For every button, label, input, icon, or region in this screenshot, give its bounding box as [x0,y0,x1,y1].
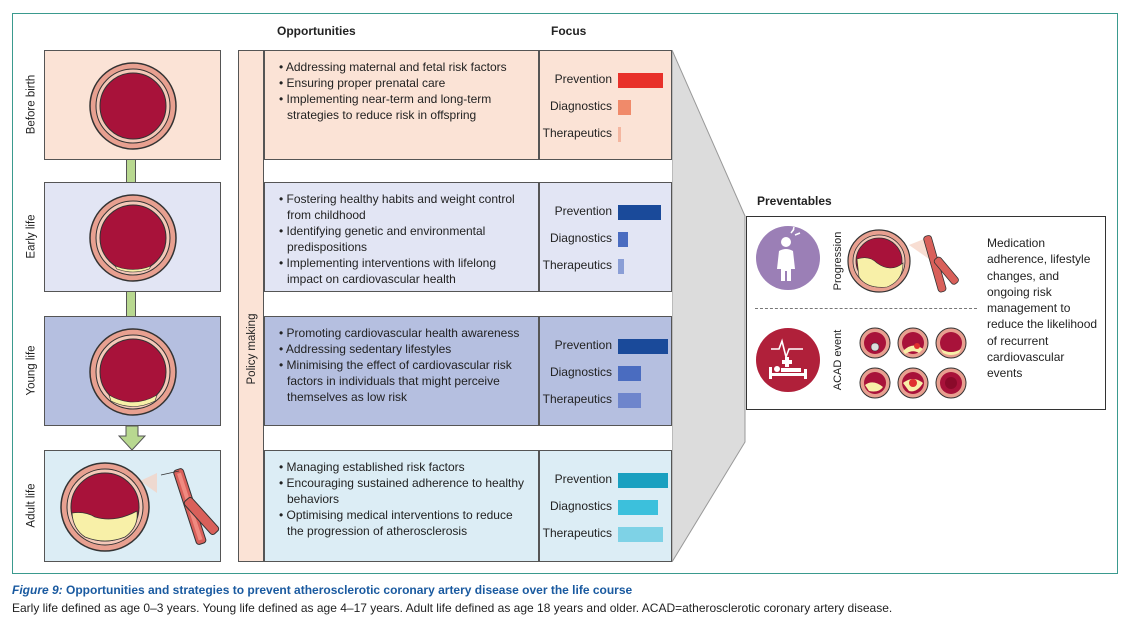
opportunities-young-life: Promoting cardiovascular health awarenes… [264,316,539,426]
hospital-bed-icon [756,328,820,392]
opportunity-item: Fostering healthy habits and weight cont… [279,191,532,223]
stage-label-adult-life: Adult life [25,483,37,528]
progression-label-wrap: Progression [831,229,845,293]
opportunities-before-birth: Addressing maternal and fetal risk facto… [264,50,539,160]
opportunity-item: Addressing maternal and fetal risk facto… [279,59,532,75]
stage-label-young-life: Young life [25,345,37,396]
preventables-text: Medication adherence, lifestyle changes,… [987,236,1098,381]
opportunity-item: Promoting cardiovascular health awarenes… [279,325,532,341]
figure-caption-note: Early life defined as age 0–3 years. You… [12,601,893,615]
focus-bar-therapeutics [618,527,663,542]
focus-label-therapeutics: Therapeutics [542,258,612,272]
progression-artery-icon [847,229,959,293]
stage-label-early-life: Early life [25,214,37,259]
focus-bar-diagnostics [618,500,658,515]
acad-label-wrap: ACAD event [831,327,845,393]
vessel-cross-section-icon [89,62,177,150]
opportunities-early-life: Fostering healthy habits and weight cont… [264,182,539,292]
figure-label: Figure 9: [12,583,63,597]
focus-bar-prevention [618,339,668,354]
opportunities-header: Opportunities [277,24,356,38]
focus-label-therapeutics: Therapeutics [542,126,612,140]
focus-label-prevention: Prevention [554,204,612,218]
vessel-cross-section-icon [859,327,891,359]
stage-box-adult-life [44,450,221,562]
focus-bar-therapeutics [618,127,621,142]
artery-plaque-icon [60,462,220,552]
chest-pain-person-icon [756,226,820,290]
divider [755,308,977,309]
focus-bar-diagnostics [618,232,628,247]
focus-bar-diagnostics [618,366,641,381]
policy-making-strip: Policy making [238,50,264,562]
vessel-cross-section-icon [89,328,177,416]
focus-label-prevention: Prevention [554,338,612,352]
stage-box-before-birth [44,50,221,160]
focus-label-diagnostics: Diagnostics [549,99,612,113]
focus-bar-prevention [618,205,661,220]
figure-frame [12,13,1118,574]
preventables-box: Progression ACAD event Medication adhere… [746,216,1106,410]
opportunity-item: Ensuring proper prenatal care [279,75,532,91]
focus-header: Focus [551,24,587,38]
stage-connector [126,160,136,182]
focus-label-prevention: Prevention [554,472,612,486]
focus-label-diagnostics: Diagnostics [549,365,612,379]
opportunity-item: Addressing sedentary lifestyles [279,341,532,357]
focus-label-prevention: Prevention [554,72,612,86]
acad-vessel-grid-icon [859,327,967,399]
opportunity-item: Implementing near-term and long-term str… [279,91,532,123]
stage-box-young-life [44,316,221,426]
progression-label: Progression [832,231,844,291]
opportunity-item: Optimising medical interventions to redu… [279,507,532,539]
policy-making-label: Policy making [246,313,258,385]
opportunity-item: Minimising the effect of cardiovascular … [279,357,532,405]
focus-bar-prevention [618,73,663,88]
stage-box-early-life [44,182,221,292]
opportunity-item: Managing established risk factors [279,459,532,475]
focus-bar-therapeutics [618,259,624,274]
opportunities-adult-life: Managing established risk factors Encour… [264,450,539,562]
callout-shape [672,50,746,562]
preventables-header: Preventables [757,194,832,208]
focus-label-therapeutics: Therapeutics [542,526,612,540]
focus-label-therapeutics: Therapeutics [542,392,612,406]
stage-connector [126,292,136,316]
opportunity-item: Implementing interventions with lifelong… [279,255,532,287]
opportunity-item: Identifying genetic and environmental pr… [279,223,532,255]
focus-label-diagnostics: Diagnostics [549,231,612,245]
opportunity-item: Encouraging sustained adherence to healt… [279,475,532,507]
stage-label-before-birth: Before birth [25,74,37,135]
focus-bar-therapeutics [618,393,641,408]
focus-label-diagnostics: Diagnostics [549,499,612,513]
figure-title: Opportunities and strategies to prevent … [62,583,633,597]
down-arrow-icon [118,426,146,451]
acad-event-label: ACAD event [832,329,844,391]
figure-caption-title: Figure 9: Opportunities and strategies t… [12,583,1122,597]
focus-bar-diagnostics [618,100,631,115]
focus-bar-prevention [618,473,668,488]
vessel-cross-section-icon [89,194,177,282]
